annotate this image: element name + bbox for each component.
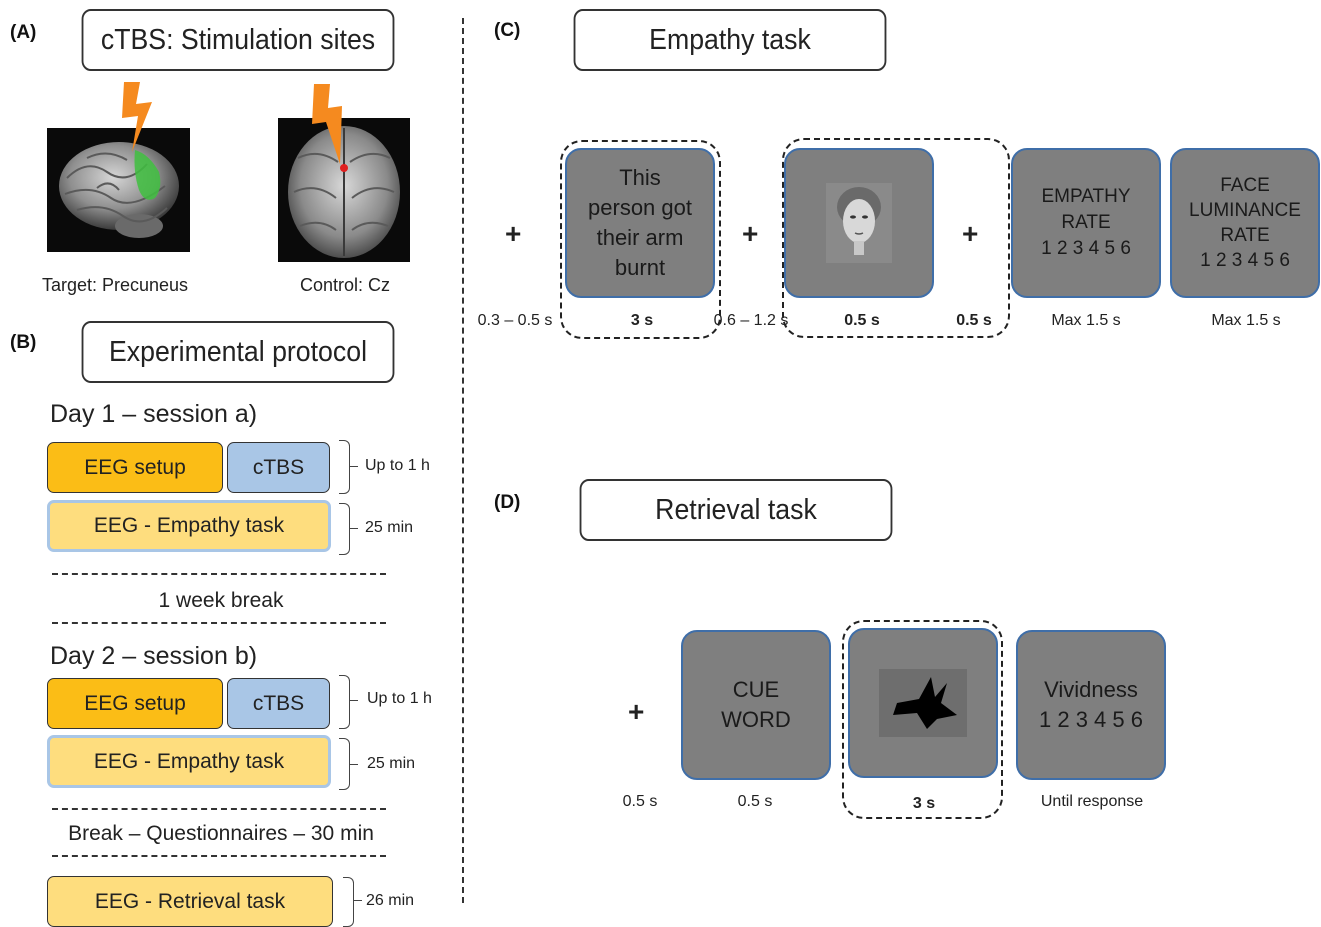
eeg-setup-bar: EEG setup: [47, 442, 223, 493]
vividness-line: 1 2 3 4 5 6: [1039, 707, 1143, 732]
face-rate-line: FACE: [1220, 175, 1270, 196]
timing-label: Until response: [1040, 793, 1144, 810]
sentence-line: This: [619, 165, 661, 190]
lightning-bolt-icon: [122, 82, 152, 152]
brace-tick: [350, 700, 358, 701]
timing-label: 0.5 s: [737, 793, 773, 810]
timing-label: 0.5 s: [844, 312, 880, 329]
dashed-group: [560, 140, 721, 339]
duration-brace: [343, 877, 354, 927]
brain-top-image: [278, 118, 410, 262]
control-caption: Control: Cz: [299, 275, 391, 295]
sentence-line: their arm: [596, 225, 684, 250]
dashed-separator: [52, 855, 386, 857]
eeg-setup-bar: EEG setup: [47, 678, 223, 729]
timing-label: 0.6 – 1.2 s: [713, 312, 789, 329]
day2-label: Day 2 – session b): [50, 642, 258, 670]
duration-brace: [339, 503, 350, 555]
cue-word-line: CUE: [732, 677, 780, 702]
timing-label: 3 s: [912, 795, 936, 812]
panel-c-letter: (C): [494, 20, 521, 41]
brain-lateral-image: [47, 128, 190, 252]
face-image: [826, 183, 892, 263]
empathy-task-bar: EEG - Empathy task: [47, 735, 331, 788]
face-screen: [784, 148, 934, 298]
empathy-rate-screen: EMPATHY RATE 1 2 3 4 5 6: [1011, 148, 1161, 298]
brace-tick: [350, 466, 358, 467]
timing-label: 0.5 s: [622, 793, 658, 810]
target-caption: Target: Precuneus: [41, 275, 189, 295]
fixation-cross: +: [628, 696, 645, 727]
duration-label: 25 min: [365, 519, 414, 536]
week-break-label: 1 week break: [158, 589, 284, 612]
duration-brace: [339, 675, 350, 729]
face-luminance-screen: FACE LUMINANCE RATE 1 2 3 4 5 6: [1170, 148, 1320, 298]
day1-label: Day 1 – session a): [50, 400, 258, 428]
lightning-bolt-icon: [312, 84, 342, 164]
duration-label: Up to 1 h: [367, 690, 432, 707]
face-rate-line: 1 2 3 4 5 6: [1200, 250, 1290, 271]
panel-a-title: cTBS: Stimulation sites: [81, 9, 395, 71]
fixation-cross: +: [505, 218, 522, 249]
sentence-line: person got: [588, 195, 692, 220]
vividness-screen: Vividness 1 2 3 4 5 6: [1016, 630, 1166, 780]
duration-label: 25 min: [367, 755, 416, 772]
brace-tick: [350, 764, 358, 765]
dashed-separator: [52, 622, 386, 624]
dashed-separator: [52, 808, 386, 810]
shape-screen: [848, 628, 998, 778]
duration-label: Up to 1 h: [365, 457, 430, 474]
vividness-line: Vividness: [1044, 677, 1138, 702]
panel-d-title: Retrieval task: [579, 479, 893, 541]
dashed-group: [842, 620, 1003, 819]
panel-a-letter: (A): [10, 22, 37, 43]
brace-tick: [354, 900, 362, 901]
abstract-shape-image: [879, 669, 967, 737]
empathy-task-bar: EEG - Empathy task: [47, 500, 331, 552]
brace-tick: [350, 528, 358, 529]
empathy-rate-line: EMPATHY: [1041, 186, 1131, 207]
face-rate-line: LUMINANCE: [1189, 200, 1301, 221]
timing-label: Max 1.5 s: [1211, 312, 1281, 329]
retrieval-task-bar: EEG - Retrieval task: [47, 876, 333, 927]
panel-b-title: Experimental protocol: [81, 321, 395, 383]
empathy-rate-line: RATE: [1061, 212, 1111, 233]
questionnaire-break-label: Break – Questionnaires – 30 min: [68, 822, 374, 845]
sentence-line: burnt: [614, 255, 666, 280]
cue-word-screen: CUE WORD: [681, 630, 831, 780]
timing-label: 3 s: [630, 312, 654, 329]
empathy-rate-line: 1 2 3 4 5 6: [1041, 238, 1131, 259]
dashed-separator: [52, 573, 386, 575]
face-rate-line: RATE: [1220, 225, 1270, 246]
dashed-group: [782, 138, 1010, 338]
fixation-cross: +: [962, 218, 979, 249]
cue-word-line: WORD: [721, 707, 791, 732]
sentence-screen: This person got their arm burnt: [565, 148, 715, 298]
panel-c-title: Empathy task: [573, 9, 887, 71]
timing-label: Max 1.5 s: [1051, 312, 1121, 329]
duration-brace: [339, 440, 350, 494]
ctbs-bar: cTBS: [227, 678, 330, 729]
fixation-cross: +: [742, 218, 759, 249]
timing-label: 0.3 – 0.5 s: [477, 312, 553, 329]
duration-brace: [339, 738, 350, 790]
panel-b-letter: (B): [10, 332, 37, 353]
panel-d-letter: (D): [494, 492, 521, 513]
panel-divider: [462, 18, 464, 903]
duration-label: 26 min: [366, 892, 415, 909]
timing-label: 0.5 s: [956, 312, 992, 329]
ctbs-bar: cTBS: [227, 442, 330, 493]
